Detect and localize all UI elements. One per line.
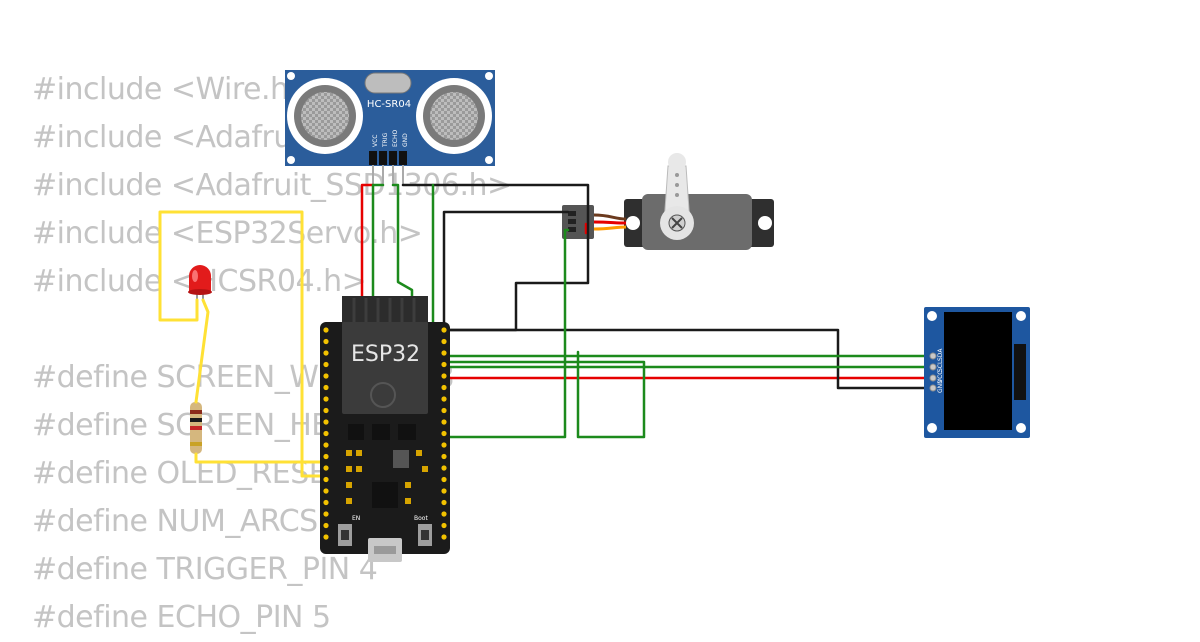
esp32-pin[interactable] (441, 396, 447, 402)
esp32-pin[interactable] (323, 499, 329, 506)
oled-pin-label: SDA (937, 348, 944, 361)
wire-yellow[interactable] (194, 452, 324, 464)
esp32-pin[interactable] (441, 419, 447, 425)
esp32-pin[interactable] (323, 407, 329, 414)
esp32-pin[interactable] (323, 430, 329, 437)
esp32-pin[interactable] (323, 327, 329, 333)
esp32-pin[interactable] (323, 511, 329, 517)
esp32-pin[interactable] (441, 499, 447, 506)
esp32-pin[interactable] (323, 384, 329, 391)
oled-pin-label: GND (937, 379, 944, 393)
esp32-pin[interactable] (441, 476, 447, 483)
esp32-pin[interactable] (323, 522, 329, 529)
esp32-pin[interactable] (441, 384, 447, 391)
esp32-pin[interactable] (323, 338, 329, 345)
esp32-pin[interactable] (323, 476, 329, 483)
sonar-transducer-right (416, 78, 492, 154)
esp32-pin[interactable] (323, 373, 329, 379)
esp32-pin[interactable] (323, 453, 329, 460)
sonar-label: HC-SR04 (367, 99, 411, 110)
usb-uart-chip (372, 482, 398, 508)
esp32-devkit[interactable]: ESP32 EN Boot (320, 296, 450, 562)
esp32-pin-header-left (323, 327, 329, 540)
sonar-pin-label: TRIG (382, 132, 389, 148)
code-line: #define ECHO_PIN 5 (32, 600, 331, 635)
wire-black[interactable] (401, 183, 590, 332)
sonar-pin-label: GND (402, 133, 409, 147)
esp32-pin[interactable] (441, 488, 447, 494)
esp32-pin[interactable] (441, 534, 447, 540)
oled-pin-label: SCL (937, 360, 944, 372)
esp32-pin[interactable] (441, 407, 447, 414)
esp32-pin[interactable] (441, 338, 447, 345)
hc-sr04-sensor[interactable]: HC-SR04 VCC TRIG ECHO GND (285, 70, 495, 185)
en-label: EN (352, 515, 360, 522)
esp32-pin[interactable] (323, 534, 329, 540)
wire-green[interactable] (440, 228, 570, 439)
oled-screen (944, 312, 1012, 430)
esp32-pin[interactable] (441, 522, 447, 529)
esp32-pin[interactable] (323, 361, 329, 368)
esp32-pin[interactable] (441, 361, 447, 368)
code-line: #include <ESP32Servo.h> (32, 216, 423, 251)
esp32-pin[interactable] (441, 350, 447, 356)
esp32-pin[interactable] (441, 327, 447, 333)
micro-usb-port[interactable] (368, 538, 402, 562)
boot-button[interactable] (418, 524, 432, 546)
servo-motor[interactable] (562, 153, 774, 250)
esp32-pin[interactable] (323, 419, 329, 425)
esp32-pin[interactable] (323, 465, 329, 471)
esp32-pin[interactable] (441, 430, 447, 437)
wire-black[interactable] (442, 328, 930, 390)
code-line: #define TRIGGER_PIN 4 (32, 552, 378, 587)
wire-green[interactable] (440, 350, 646, 439)
oled-display[interactable]: GND VCC SCL SDA (924, 307, 1030, 438)
esp32-pin[interactable] (441, 453, 447, 460)
en-button[interactable] (338, 524, 352, 546)
esp32-pin[interactable] (323, 442, 329, 448)
esp32-pin-header-right (441, 327, 447, 540)
esp32-pin[interactable] (441, 373, 447, 379)
esp32-pin[interactable] (441, 465, 447, 471)
esp32-pin[interactable] (323, 488, 329, 494)
wire-yellow[interactable] (158, 210, 324, 478)
red-led[interactable] (188, 265, 212, 302)
wire-yellow[interactable] (194, 298, 210, 404)
esp32-pin[interactable] (323, 350, 329, 356)
code-line: #define NUM_ARCS 10 (32, 504, 364, 539)
esp32-pin[interactable] (323, 396, 329, 402)
resistor[interactable] (190, 402, 202, 454)
sonar-pin-label: ECHO (392, 130, 399, 147)
esp32-pin[interactable] (441, 442, 447, 448)
sonar-transducer-left (287, 78, 363, 154)
boot-label: Boot (414, 515, 428, 522)
sonar-pin-label: VCC (372, 135, 379, 147)
esp32-pin[interactable] (441, 511, 447, 517)
wire-black[interactable] (442, 210, 570, 332)
sonar-pin-header (369, 151, 407, 185)
oled-pin-label: VCC (937, 371, 944, 383)
esp32-label: ESP32 (351, 342, 420, 367)
wire-green[interactable] (371, 183, 385, 302)
